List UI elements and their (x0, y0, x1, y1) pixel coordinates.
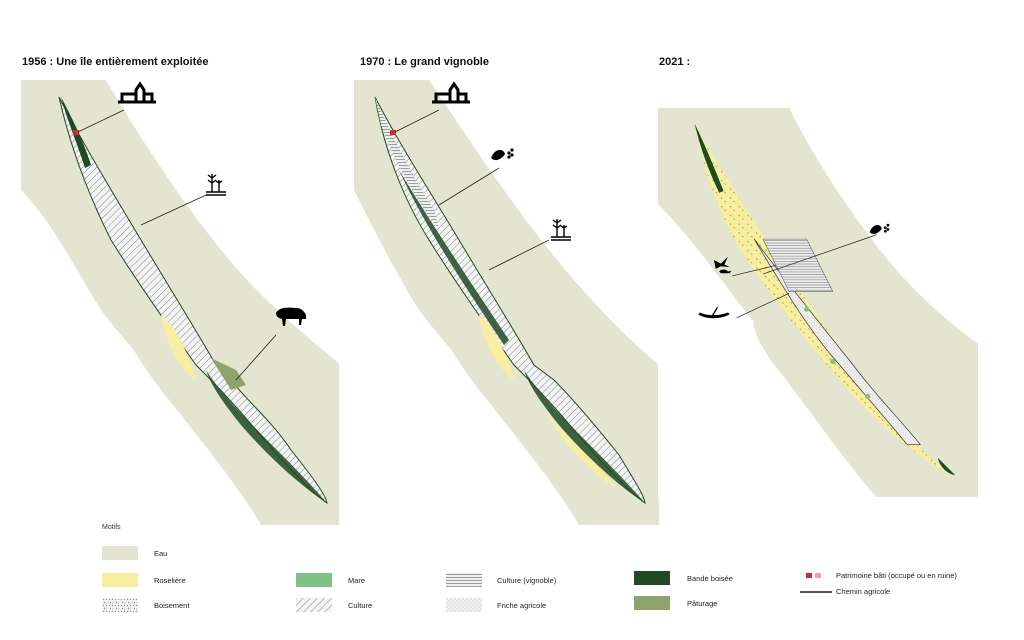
river-water-lower (753, 300, 978, 498)
legend-item-vignoble (446, 573, 482, 587)
legend-swatch-friche (446, 598, 482, 612)
pond (865, 393, 871, 400)
legend-label-eau: Eau (154, 549, 168, 558)
legend-item-bande-boisee (634, 571, 670, 585)
legend-item-paturage (634, 596, 670, 610)
legend-item-mare (296, 573, 332, 587)
legend-label-boisement: Boisement (154, 601, 190, 610)
callout-line (394, 109, 440, 133)
grape-icon (491, 148, 514, 161)
legend-swatch-roseliere (102, 573, 138, 587)
wooded-band (524, 370, 645, 503)
wooded-band (694, 123, 724, 193)
callout-line (77, 109, 125, 133)
crop-icon (551, 219, 571, 241)
callout-line (140, 194, 207, 226)
built-heritage (73, 130, 79, 135)
legend-item-chemin (800, 590, 832, 594)
vineyard (762, 238, 834, 292)
pasture (211, 358, 246, 390)
callout-line (235, 334, 277, 381)
callout-line (438, 167, 500, 206)
legend-swatch-patrimoine (806, 573, 821, 578)
map-title-1956: 1956 : Une île entièrement exploitée (22, 56, 209, 68)
reed-bed (479, 315, 514, 380)
legend-swatch-vignoble (446, 573, 482, 587)
legend-item-roseliere (102, 573, 138, 587)
church-icon (432, 81, 470, 104)
fallow-land (753, 238, 922, 445)
grape-icon (869, 223, 890, 234)
map-title-1970: 1970 : Le grand vignoble (360, 56, 489, 68)
legend-label-culture: Culture (348, 601, 373, 610)
legend-item-culture (296, 598, 332, 612)
legend-label-vignoble: Culture (vignoble) (497, 576, 557, 585)
cow-icon (276, 307, 306, 326)
legend-item-eau (102, 546, 138, 560)
callout-line (762, 234, 877, 275)
legend-label-chemin: Chemin agricole (836, 587, 891, 596)
legend-swatch-chemin (800, 591, 832, 593)
legend-label-friche: Friche agricole (497, 601, 547, 610)
pond (804, 306, 810, 312)
legend-title: Motifs (102, 524, 121, 531)
church-icon (118, 81, 156, 104)
map-2021 (658, 107, 978, 498)
wooded-band (399, 170, 509, 345)
callout-line (488, 239, 550, 271)
vineyard (375, 97, 439, 230)
legend-swatch-bande-boisee (634, 571, 670, 585)
crop-icon (206, 174, 226, 196)
legend-swatch-mare (296, 573, 332, 587)
legend-label-roseliere: Roselière (154, 576, 186, 585)
legend-label-mare: Mare (348, 576, 366, 585)
legend-label-patrimoine: Patrimoine bâti (occupé ou en ruine) (836, 571, 957, 580)
wooded-band (937, 457, 956, 476)
wooded-band (206, 370, 327, 503)
boat-icon (698, 306, 730, 319)
map-1956 (21, 80, 341, 525)
legend-item-boisement (102, 598, 138, 612)
map-1970 (339, 80, 659, 525)
legend-item-patrimoine (806, 572, 828, 580)
pond (830, 358, 836, 365)
legend-label-paturage: Pâturage (687, 599, 718, 608)
callout-line (736, 293, 790, 319)
legend-label-bande-boisee: Bande boisée (687, 574, 733, 583)
legend-swatch-boisement (102, 598, 138, 612)
map-title-2021: 2021 : (659, 56, 691, 68)
legend-swatch-paturage (634, 596, 670, 610)
callout-line (732, 265, 777, 277)
legend-swatch-culture (296, 598, 332, 612)
reed-bed (544, 410, 619, 490)
legend-item-friche (446, 598, 482, 612)
built-heritage (390, 130, 396, 135)
legend-swatch-eau (102, 546, 138, 560)
reed-bed (161, 315, 196, 380)
